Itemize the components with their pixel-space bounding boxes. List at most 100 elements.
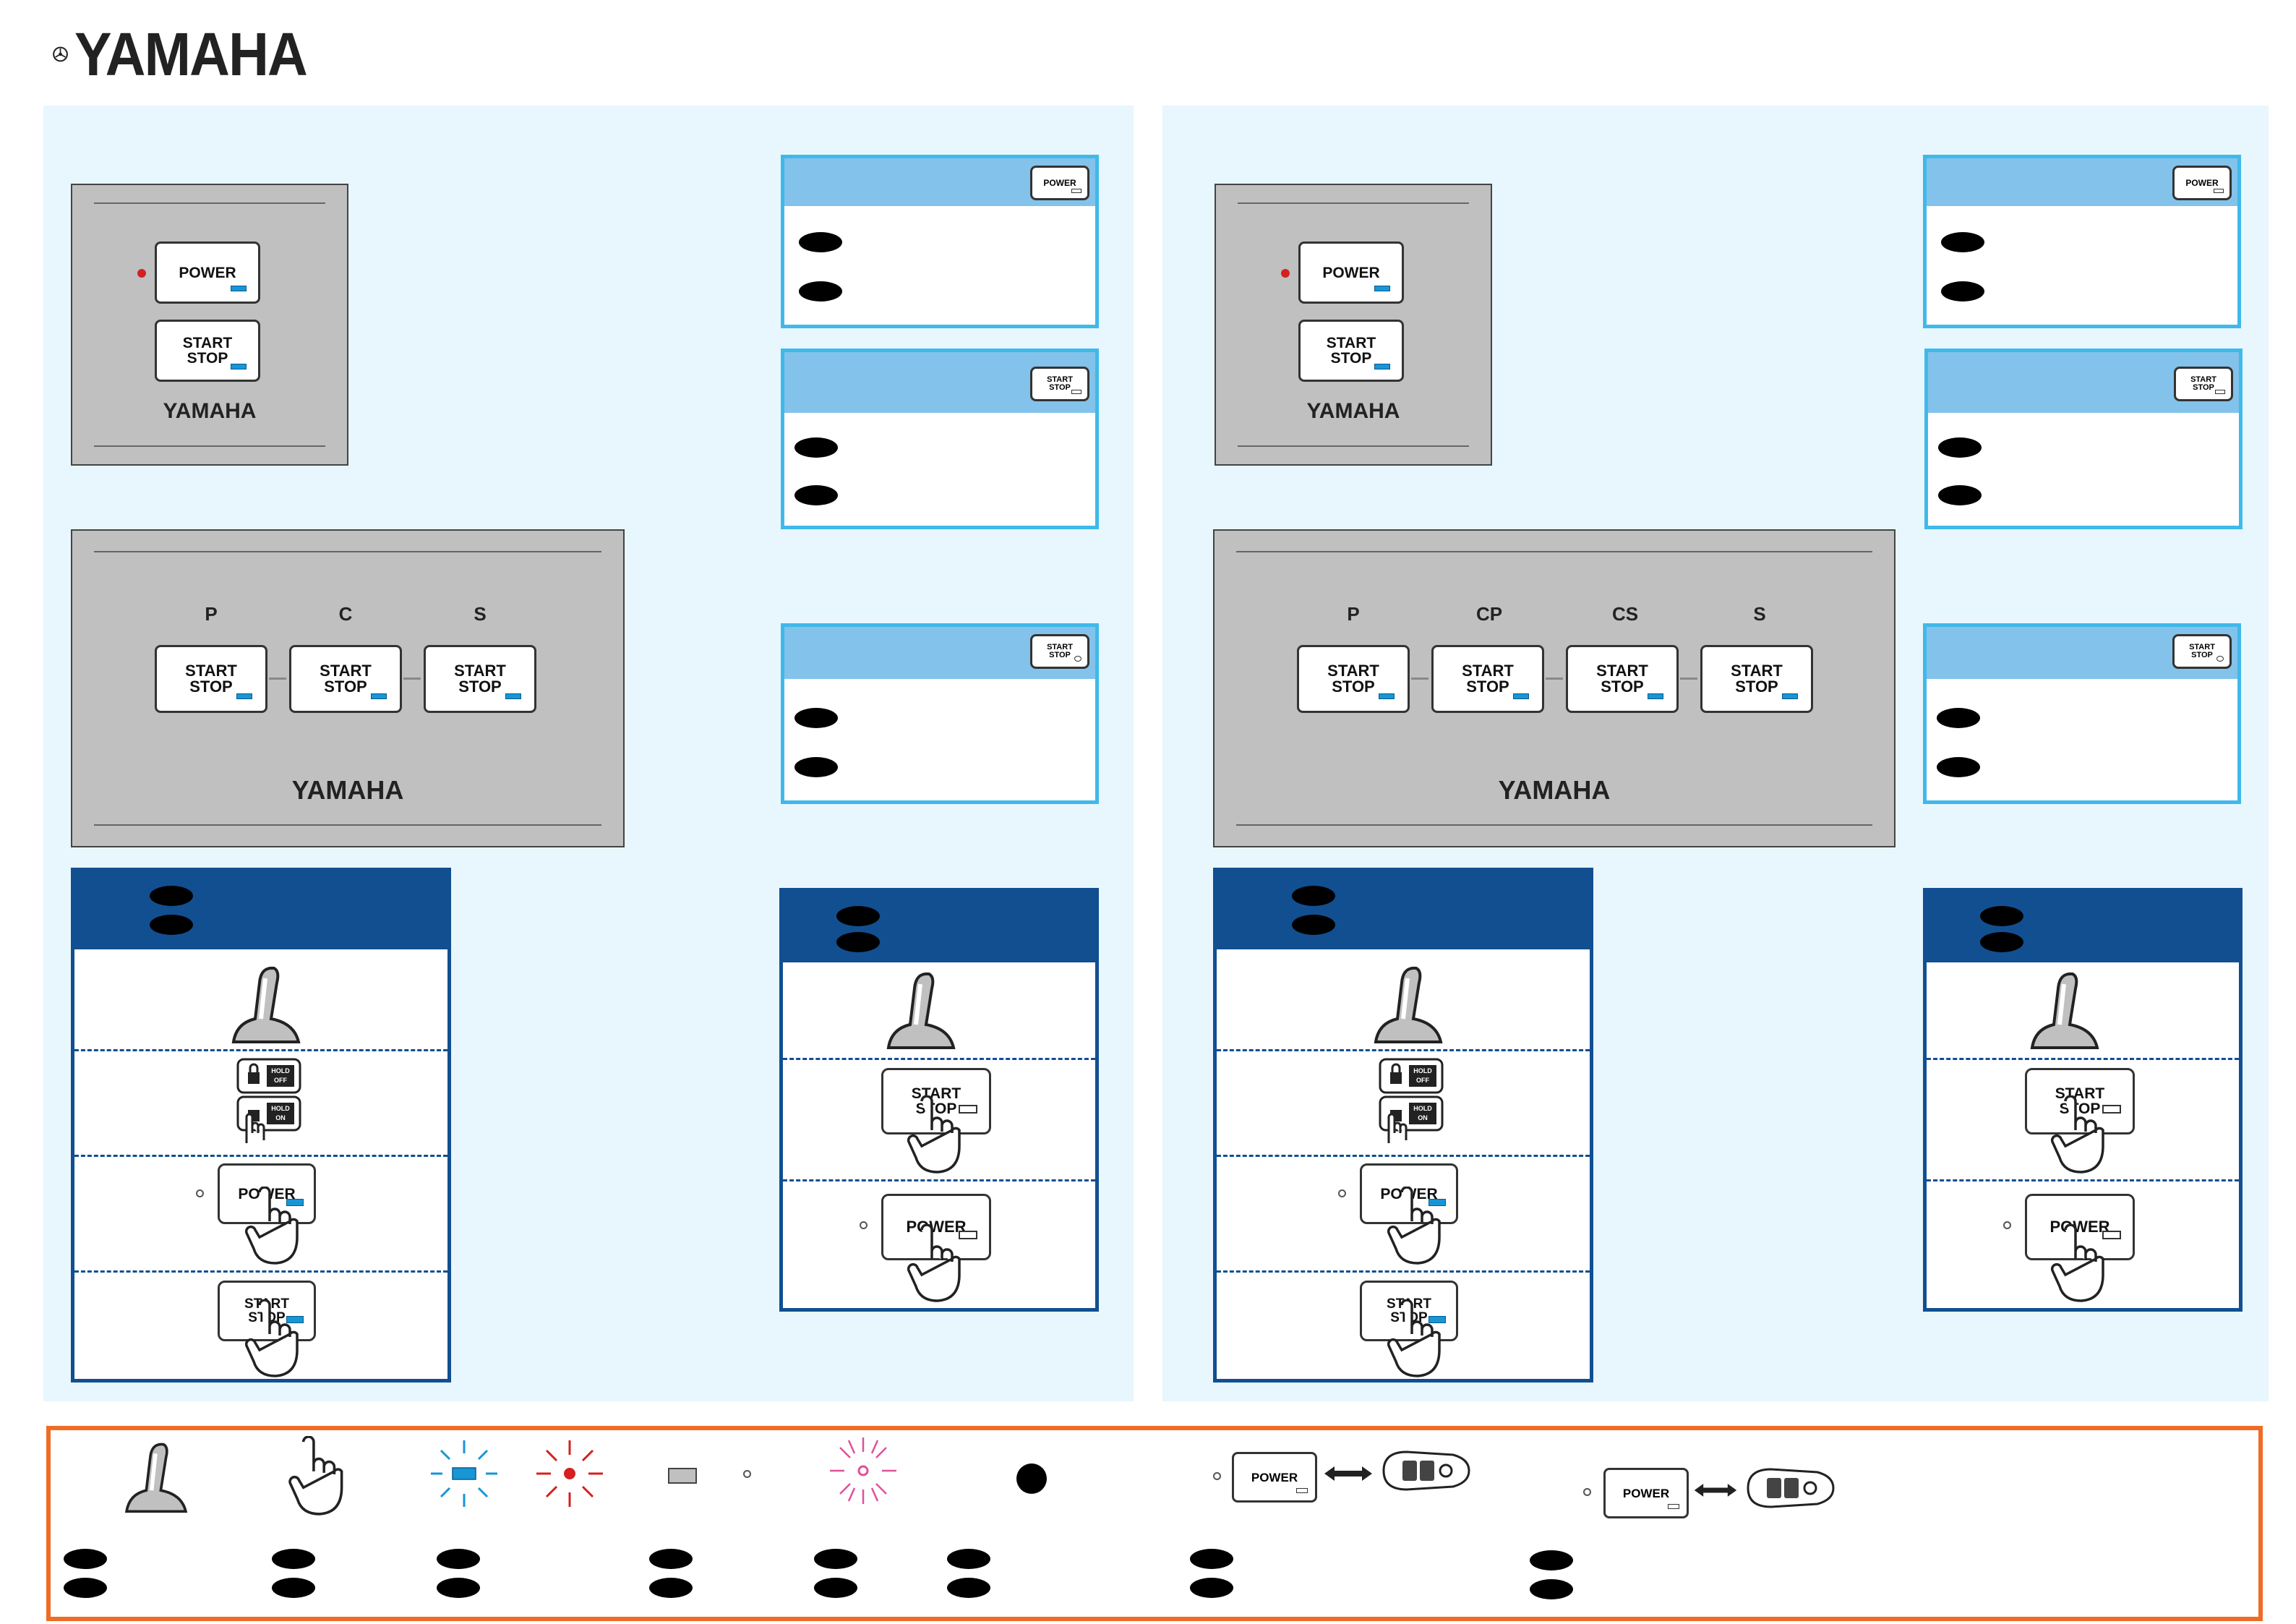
hand-press-icon (1387, 1187, 1441, 1265)
bullet-oval (437, 1549, 480, 1569)
bullet-oval (1937, 708, 1980, 728)
logo-text: YAMAHA (74, 20, 308, 88)
station-label: P (1347, 603, 1360, 625)
bullet-oval (1938, 437, 1982, 458)
info-box-power: POWER (781, 155, 1099, 328)
remote-fob-icon (1747, 1468, 1835, 1508)
svg-text:HOLD: HOLD (271, 1105, 290, 1112)
throttle-lever-icon (886, 972, 956, 1049)
panel-brand: YAMAHA (1306, 399, 1400, 423)
pink-blink-icon (830, 1437, 896, 1504)
svg-text:OFF: OFF (274, 1077, 287, 1084)
bullet-oval (1938, 485, 1982, 505)
bullet-oval (1937, 757, 1980, 777)
svg-text:HOLD: HOLD (1413, 1105, 1432, 1112)
power-key-icon: POWER (1603, 1468, 1689, 1518)
panel-brand: YAMAHA (1498, 775, 1611, 805)
throttle-lever-icon (2030, 972, 2099, 1049)
bullet-oval (814, 1578, 857, 1598)
hand-press-icon (1387, 1299, 1441, 1377)
bullet-oval (814, 1549, 857, 1569)
bullet-oval (272, 1578, 315, 1598)
bullet-oval (794, 437, 838, 458)
svg-text:OFF: OFF (1416, 1077, 1429, 1084)
power-led (1281, 269, 1290, 278)
station-label: CS (1611, 603, 1639, 625)
mini-power-key-icon: POWER (1030, 166, 1089, 200)
bullet-oval (947, 1578, 990, 1598)
off-led-icon (743, 1470, 751, 1478)
double-arrow-icon (1324, 1466, 1372, 1481)
throttle-lever-icon (231, 966, 301, 1043)
yamaha-logo: YAMAHA (52, 20, 327, 88)
svg-text:HOLD: HOLD (271, 1067, 290, 1074)
hand-press-icon (2051, 1224, 2104, 1302)
black-dot-icon (1016, 1463, 1047, 1494)
bullet-oval (1530, 1550, 1573, 1570)
blue-blink-icon (431, 1440, 497, 1507)
lever-icon (124, 1443, 188, 1513)
bullet-oval (649, 1549, 693, 1569)
bullet-oval (1980, 906, 2023, 926)
legend-box: POWER POWER (46, 1426, 2263, 1621)
panel-brand: YAMAHA (163, 399, 257, 423)
gray-indicator-icon (668, 1468, 697, 1484)
power-key-icon: POWER (1232, 1452, 1317, 1503)
throttle-lever-icon (1374, 966, 1443, 1043)
red-blink-icon (536, 1440, 603, 1507)
power-led (137, 269, 146, 278)
hand-press-icon (2051, 1095, 2104, 1174)
bullet-oval (150, 886, 193, 906)
bullet-oval (649, 1578, 693, 1598)
bullet-oval (64, 1549, 107, 1569)
tuning-fork-emblem-icon (53, 46, 68, 62)
hand-icon (288, 1436, 343, 1516)
bullet-oval (1190, 1578, 1233, 1598)
station-label: CP (1475, 603, 1503, 625)
bullet-oval (1292, 915, 1335, 935)
double-arrow-icon (1694, 1484, 1737, 1497)
svg-text:ON: ON (275, 1114, 286, 1121)
svg-text:HOLD: HOLD (1413, 1067, 1432, 1074)
info-box-power: POWER (1923, 155, 2241, 328)
bullet-oval (794, 485, 838, 505)
bullet-oval (794, 708, 838, 728)
hand-press-icon (907, 1095, 961, 1174)
svg-text:ON: ON (1418, 1114, 1428, 1121)
bullet-oval (437, 1578, 480, 1598)
power-button[interactable]: POWER (155, 242, 260, 304)
bullet-oval (799, 232, 842, 252)
bullet-oval (1530, 1579, 1573, 1599)
bullet-oval (836, 932, 880, 952)
station-label: S (1753, 603, 1766, 625)
bullet-oval (1190, 1549, 1233, 1569)
bullet-oval (794, 757, 838, 777)
station-label: S (474, 603, 487, 625)
remote-fob-icon (1382, 1450, 1470, 1491)
hold-switch-icon: HOLD OFF HOLD ON (1379, 1058, 1444, 1143)
bullet-oval (64, 1578, 107, 1598)
power-button[interactable]: POWER (1298, 242, 1404, 304)
bullet-oval (272, 1549, 315, 1569)
hand-press-icon (907, 1224, 961, 1302)
